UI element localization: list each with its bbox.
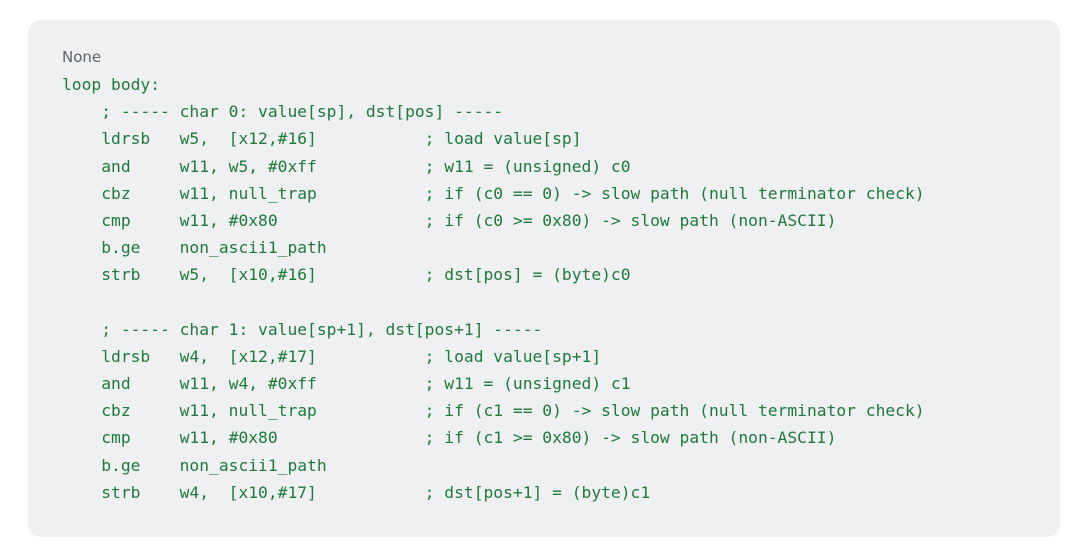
code-line: ; ----- char 0: value[sp], dst[pos] ----… bbox=[62, 102, 504, 122]
code-line: and w11, w4, #0xff ; w11 = (unsigned) c1 bbox=[62, 374, 631, 394]
code-line: cmp w11, #0x80 ; if (c0 >= 0x80) -> slow… bbox=[62, 210, 837, 230]
code-line: and w11, w5, #0xff ; w11 = (unsigned) c0 bbox=[62, 156, 631, 176]
code-line: cbz w11, null_trap ; if (c0 == 0) -> slo… bbox=[62, 183, 925, 203]
code-line: strb w4, [x10,#17] ; dst[pos+1] = (byte)… bbox=[62, 482, 651, 502]
code-line: cmp w11, #0x80 ; if (c1 >= 0x80) -> slow… bbox=[62, 428, 837, 448]
code-line: b.ge non_ascii1_path bbox=[62, 455, 327, 475]
assembly-code-block: loop body: ; ----- char 0: value[sp], ds… bbox=[62, 71, 1040, 506]
status-label: None bbox=[62, 48, 102, 66]
code-line: cbz w11, null_trap ; if (c1 == 0) -> slo… bbox=[62, 401, 925, 421]
code-line: ; ----- char 1: value[sp+1], dst[pos+1] … bbox=[62, 319, 543, 339]
assembly-code: loop body: ; ----- char 0: value[sp], ds… bbox=[62, 71, 1040, 506]
code-blank-line bbox=[62, 289, 1040, 316]
code-card: None loop body: ; ----- char 0: value[sp… bbox=[28, 20, 1060, 537]
code-line: ldrsb w4, [x12,#17] ; load value[sp+1] bbox=[62, 346, 602, 366]
code-card-content: None loop body: ; ----- char 0: value[sp… bbox=[28, 44, 1060, 506]
code-line: loop body: bbox=[62, 75, 161, 94]
code-line: b.ge non_ascii1_path bbox=[62, 238, 327, 258]
code-line: ldrsb w5, [x12,#16] ; load value[sp] bbox=[62, 129, 582, 149]
code-line: strb w5, [x10,#16] ; dst[pos] = (byte)c0 bbox=[62, 265, 631, 285]
